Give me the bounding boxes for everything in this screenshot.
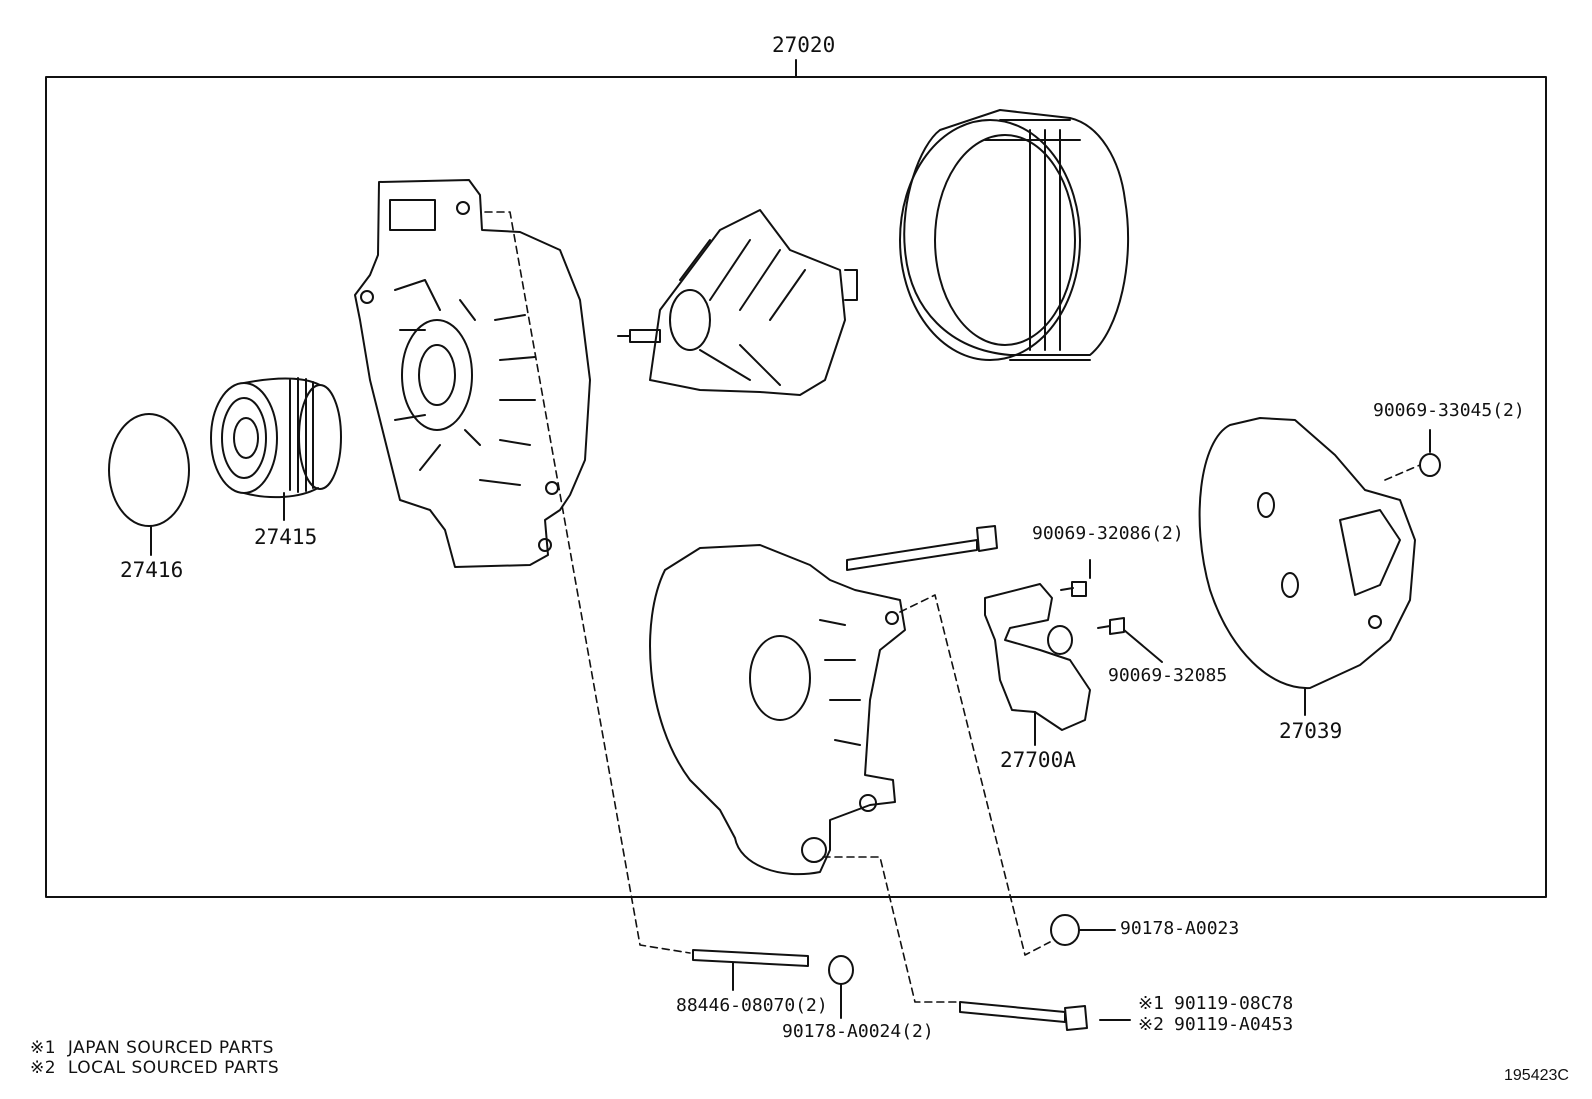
cap-drawing	[108, 413, 190, 556]
part-label-cover-nut: 90069-33045(2)	[1373, 400, 1525, 421]
part-label-cap: 27416	[120, 558, 184, 582]
note-japan: ※1 JAPAN SOURCED PARTS	[30, 1038, 274, 1058]
stud-nut-drawing	[828, 955, 854, 1019]
assembly-number-label: 27020	[772, 33, 836, 57]
part-label-bolt-1: 90119-08C78	[1174, 993, 1294, 1014]
note-local: ※2 LOCAL SOURCED PARTS	[30, 1058, 279, 1078]
screw-a-drawing	[1060, 559, 1091, 597]
part-label-stud-nut: 90178-A0024(2)	[782, 1021, 934, 1042]
pulley-drawing	[210, 377, 342, 521]
part-label-stud-bolt: 88446-08070(2)	[676, 995, 828, 1016]
mount-bolt-drawing	[959, 1001, 1131, 1031]
note-japan-text: JAPAN SOURCED PARTS	[67, 1038, 274, 1058]
screw-b-drawing	[1097, 617, 1163, 663]
through-bolt-drawing	[846, 525, 998, 571]
rear-cover-drawing	[1198, 417, 1416, 716]
part-label-regulator: 27700A	[1000, 748, 1076, 772]
stator-drawing	[899, 109, 1130, 361]
regulator-drawing	[984, 583, 1091, 746]
cover-nut-drawing	[1419, 429, 1441, 477]
note-local-text: LOCAL SOURCED PARTS	[67, 1058, 280, 1078]
dashed-guides	[484, 211, 1421, 1003]
part-label-bolt-2: 90119-A0453	[1174, 1014, 1294, 1035]
bolt-mark-1: ※1	[1138, 993, 1164, 1014]
note-local-mark: ※2	[30, 1058, 57, 1078]
rear-housing-drawing	[649, 544, 906, 876]
part-label-pulley: 27415	[254, 525, 318, 549]
note-japan-mark: ※1	[30, 1038, 57, 1058]
front-housing-drawing	[354, 179, 591, 568]
part-label-screw-b: 90069-32085	[1108, 665, 1228, 686]
bolt-mark-2: ※2	[1138, 1014, 1164, 1035]
figure-id: 195423C	[1504, 1067, 1569, 1084]
part-label-terminal-nut: 90178-A0023	[1120, 918, 1240, 939]
part-label-screw-a: 90069-32086(2)	[1032, 523, 1184, 544]
rotor-drawing	[617, 209, 858, 396]
stud-bolt-drawing	[692, 949, 809, 991]
part-label-rear-cover: 27039	[1279, 719, 1343, 743]
terminal-nut-drawing	[1050, 914, 1116, 946]
assembly-frame	[45, 76, 1547, 898]
